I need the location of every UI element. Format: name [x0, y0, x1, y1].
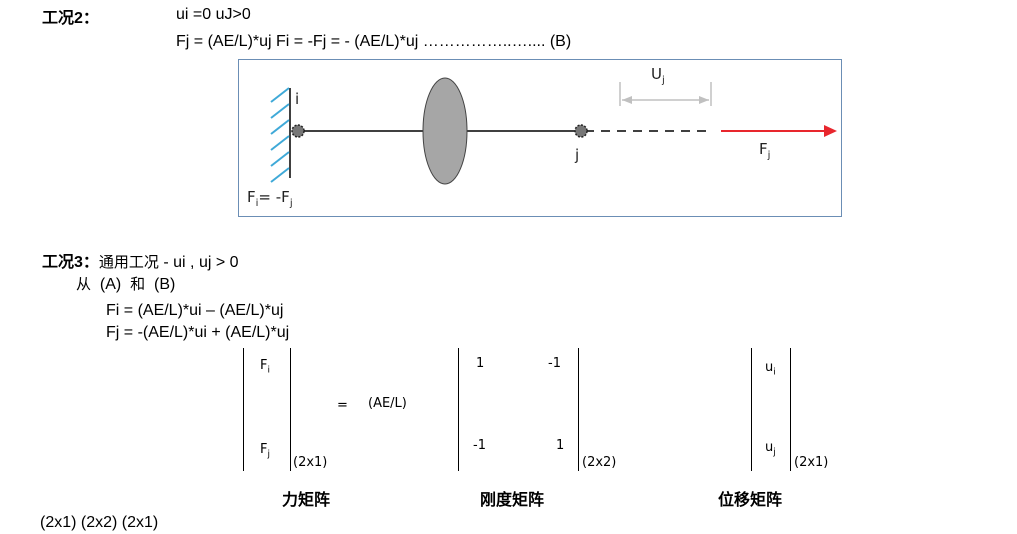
disp-bottom-sub: j	[773, 447, 776, 458]
disp-vector-right-bar	[790, 348, 791, 471]
case3-title-rest: - ui , uj > 0	[158, 254, 239, 271]
force-dim: (2x1)	[293, 455, 328, 470]
displacement-sub: j	[661, 75, 665, 86]
caption-displacement-matrix: 位移矩阵	[718, 492, 783, 509]
node-i-icon	[291, 124, 305, 138]
case3-from-line: 从 (A) 和 (B)	[76, 273, 175, 294]
stiffness-left-bar	[458, 348, 459, 471]
and-text: 和	[130, 275, 146, 293]
node-i-label: i	[295, 90, 300, 108]
from-b: (B)	[154, 276, 176, 293]
case3-heading: 工况3：通用工况 - ui , uj > 0	[42, 248, 239, 272]
fi-symbol: F	[247, 188, 256, 206]
force-bottom-symbol: F	[260, 442, 268, 457]
case3-label-text: 工况3	[42, 254, 83, 271]
k11: 1	[476, 356, 485, 371]
bar-element-drawing	[270, 77, 837, 185]
factor-ae-l: (AE/L)	[368, 396, 407, 411]
force-bottom-entry: Fj	[260, 442, 270, 460]
k21: -1	[473, 438, 486, 453]
case2-label-text: 工况2	[42, 10, 83, 27]
force-top-symbol: F	[260, 358, 268, 373]
force-label: Fj	[759, 140, 770, 161]
force-arrow-head-icon	[824, 125, 837, 137]
force-vector-right-bar	[290, 348, 291, 471]
force-bottom-sub: j	[267, 449, 270, 460]
disp-dim: (2x1)	[794, 455, 829, 470]
from-a: (A)	[99, 276, 122, 293]
force-top-sub: i	[267, 365, 270, 376]
from-text: 从	[76, 275, 92, 293]
force-symbol: F	[759, 140, 768, 158]
disp-top-sub: i	[773, 367, 776, 378]
case2-label-colon: ：	[82, 10, 99, 27]
k12: -1	[548, 356, 561, 371]
disp-vector-left-bar	[751, 348, 752, 471]
case3-label-colon: ：	[82, 254, 99, 271]
k22: 1	[556, 438, 565, 453]
case2-label: 工况2：	[42, 4, 99, 28]
disp-bottom-symbol: u	[765, 440, 774, 455]
displacement-symbol: U	[651, 65, 662, 83]
force-sub: j	[767, 150, 771, 161]
disp-arrow-left-icon	[622, 96, 632, 104]
disp-bottom-entry: uj	[765, 440, 776, 458]
wall-hatch-icon	[270, 87, 290, 183]
fi-eq-text: = -F	[258, 188, 290, 206]
force-vector-left-bar	[243, 348, 244, 471]
fi-sub: i	[255, 198, 259, 209]
disp-arrow-right-icon	[699, 96, 709, 104]
disp-top-symbol: u	[765, 360, 774, 375]
case2-equation: Fj = (AE/L)*uj Fi = -Fj = - (AE/L)*uj ………	[176, 33, 572, 50]
caption-stiffness-matrix: 刚度矩阵	[480, 492, 545, 509]
cross-section-disc	[422, 77, 468, 185]
disp-top-entry: ui	[765, 360, 776, 378]
footer-dims: (2x1) (2x2) (2x1)	[40, 514, 159, 531]
caption-force-matrix: 力矩阵	[282, 492, 331, 509]
case3-title-cn: 通用工况	[98, 253, 159, 271]
case3-eq2: Fj = -(AE/L)*ui + (AE/L)*uj	[106, 324, 290, 341]
displacement-label: Uj	[651, 65, 665, 86]
bar-element-diagram: i j Uj Fj Fi= -Fj	[238, 59, 842, 217]
node-j-label: j	[575, 146, 580, 164]
stiffness-dim: (2x2)	[582, 455, 617, 470]
case3-eq1: Fi = (AE/L)*ui – (AE/L)*uj	[106, 302, 284, 319]
fi-equals-label: Fi= -Fj	[247, 188, 293, 209]
case2-condition: ui =0 uJ>0	[176, 6, 251, 23]
fi-eq-sub: j	[289, 198, 293, 209]
node-j-icon	[574, 124, 588, 138]
force-top-entry: Fi	[260, 358, 270, 376]
equals-sign: =	[337, 398, 348, 413]
stiffness-right-bar	[578, 348, 579, 471]
